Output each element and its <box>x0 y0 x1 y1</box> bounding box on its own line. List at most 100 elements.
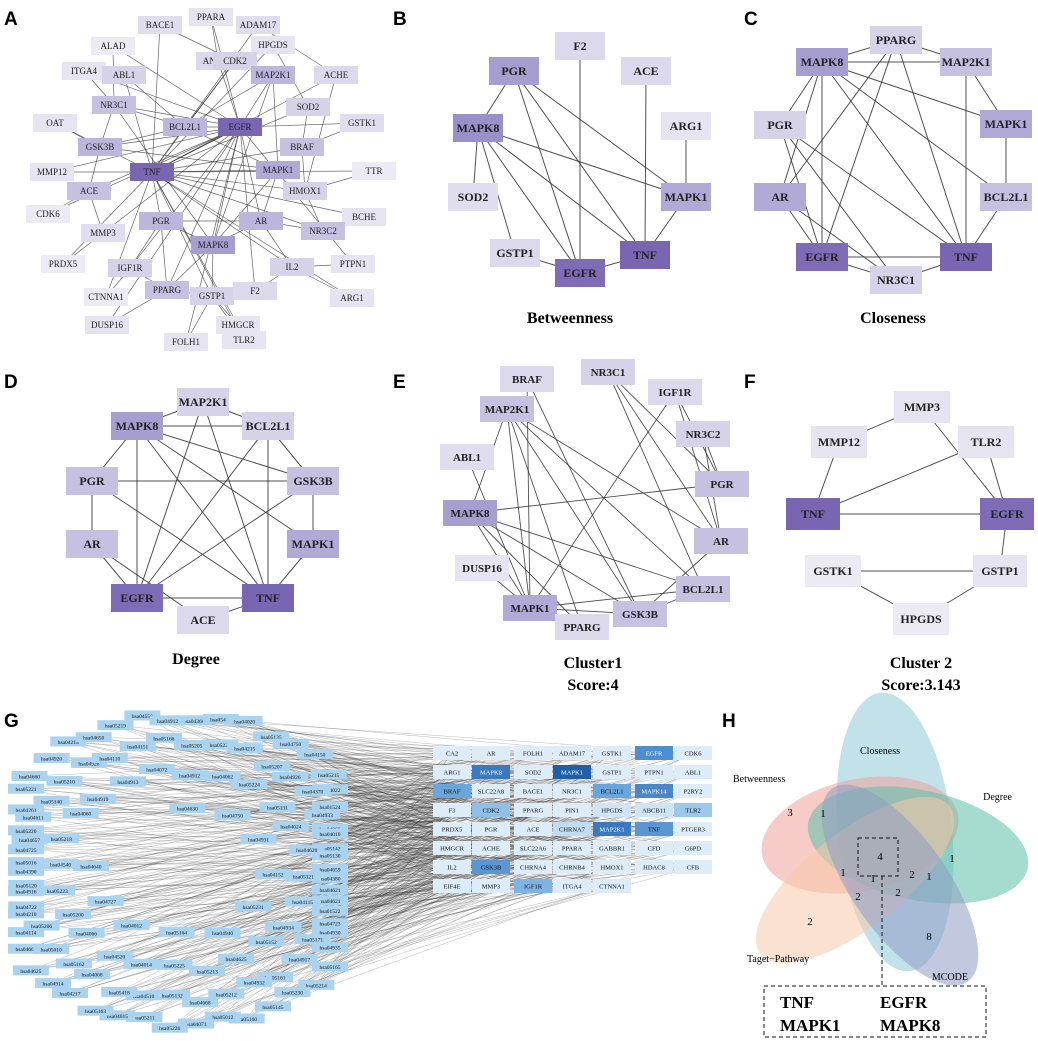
pathway-node: hsa05130 <box>312 850 348 861</box>
node-label: AR <box>771 190 789 204</box>
node-box <box>472 822 510 836</box>
node-box <box>514 822 552 836</box>
node-label: hsa04727 <box>95 900 116 906</box>
node-box <box>78 138 122 156</box>
node-box <box>331 255 375 273</box>
node-box <box>254 1001 291 1012</box>
pathway-node: hsa05221 <box>8 783 44 794</box>
node-ace: ACE <box>177 606 229 634</box>
network-edge <box>99 146 279 171</box>
pathway-node: hsa04926 <box>272 771 309 782</box>
node-box <box>433 860 471 874</box>
network-edge <box>329 809 453 924</box>
node-pgr: PGR <box>754 111 806 139</box>
node-box <box>489 57 539 85</box>
node-box <box>169 803 206 814</box>
node-box <box>695 471 749 497</box>
node-label: ABL1 <box>453 452 481 464</box>
network-panel-a: BACE1PPARAADAM17ALADHPGDSANXA5CDK2ITGA4A… <box>26 8 396 351</box>
network-edge <box>921 406 1008 515</box>
node-box <box>74 969 111 980</box>
node-label: PTGER3 <box>681 827 705 834</box>
node-mapk8: MAPK8 <box>443 500 497 526</box>
pathway-node: hsa05215 <box>310 769 347 780</box>
node-label: hsa04071 <box>185 1022 206 1028</box>
node-label: PGR <box>710 479 734 491</box>
node-f2: F2 <box>555 32 605 60</box>
node-box <box>298 979 335 990</box>
node-box <box>178 1018 215 1029</box>
target-node-tnf: TNF <box>635 822 673 836</box>
node-box <box>97 720 134 731</box>
node-tnf: TNF <box>242 584 294 612</box>
node-box <box>312 850 348 861</box>
network-edge <box>26 752 492 907</box>
node-label: CHRNB4 <box>559 865 585 872</box>
node-label: hsa04115 <box>292 900 313 906</box>
pathway-node: hsa04914 <box>35 978 72 989</box>
pathway-node: hsa04630 <box>169 803 206 814</box>
node-box <box>312 872 348 883</box>
pathway-node: hsa04380 <box>312 872 348 883</box>
node-label: hsa05171 <box>302 938 323 944</box>
network-edge <box>25 752 492 872</box>
node-box <box>228 1013 265 1024</box>
node-box <box>66 467 118 495</box>
node-label: MAPK1 <box>510 603 549 615</box>
node-label: PTPN1 <box>340 259 367 269</box>
pathway-node: hsa04012 <box>113 919 150 930</box>
network-edge <box>210 16 241 128</box>
node-box <box>480 396 534 422</box>
node-box <box>674 746 712 760</box>
node-label: NR3C1 <box>877 273 915 287</box>
node-braf: BRAF <box>500 366 554 392</box>
node-label: AR <box>255 216 268 226</box>
venn-label-degree: Degree <box>983 792 1012 803</box>
node-box <box>581 359 635 385</box>
node-bcl2l1: BCL2L1 <box>242 412 294 440</box>
node-label: hsa05226 <box>159 1026 180 1032</box>
pathway-node: hsa04928 <box>70 757 107 768</box>
network-edge <box>329 752 534 807</box>
network-edge <box>51 757 492 868</box>
node-box <box>455 555 509 581</box>
caption-cluster2: Cluster 2 <box>890 655 952 672</box>
node-box <box>8 927 44 938</box>
network-edge <box>220 718 453 773</box>
node-label: hsa05207 <box>261 764 282 770</box>
network-edge <box>25 790 492 831</box>
node-label: ARG1 <box>340 293 364 303</box>
venn-count: 2 <box>895 887 901 899</box>
pathway-node: hsa05213 <box>189 965 226 976</box>
network-edge <box>329 828 694 933</box>
node-box <box>980 183 1032 211</box>
node-label: hsa04630 <box>177 807 198 813</box>
target-node-ptger3: PTGER3 <box>674 822 712 836</box>
node-box <box>177 606 229 634</box>
node-box <box>253 731 290 742</box>
node-box <box>312 828 348 839</box>
node-label: hsa04930 <box>319 931 340 937</box>
network-edge <box>329 866 534 933</box>
node-box <box>310 769 347 780</box>
network-edge <box>329 828 534 890</box>
node-box <box>635 803 673 817</box>
node-box <box>126 1012 163 1023</box>
node-map2k1: MAP2K1 <box>251 66 295 84</box>
node-box <box>593 860 631 874</box>
pathway-node: hsa05223 <box>39 885 76 896</box>
pathway-node: hsa05200 <box>55 909 92 920</box>
node-box <box>514 860 552 874</box>
target-node-ar: AR <box>472 746 510 760</box>
network-edge <box>529 391 676 609</box>
node-label: hsa04912 <box>157 719 178 725</box>
node-label: MMP3 <box>90 228 116 238</box>
network-edge <box>329 752 492 933</box>
node-box <box>973 555 1027 587</box>
network-edge <box>193 720 613 773</box>
target-node-hpgds: HPGDS <box>593 803 631 817</box>
network-edge <box>477 127 581 274</box>
node-box <box>8 865 44 876</box>
node-pparg: PPARG <box>555 614 609 640</box>
pathway-node: hsa04062 <box>204 771 241 782</box>
